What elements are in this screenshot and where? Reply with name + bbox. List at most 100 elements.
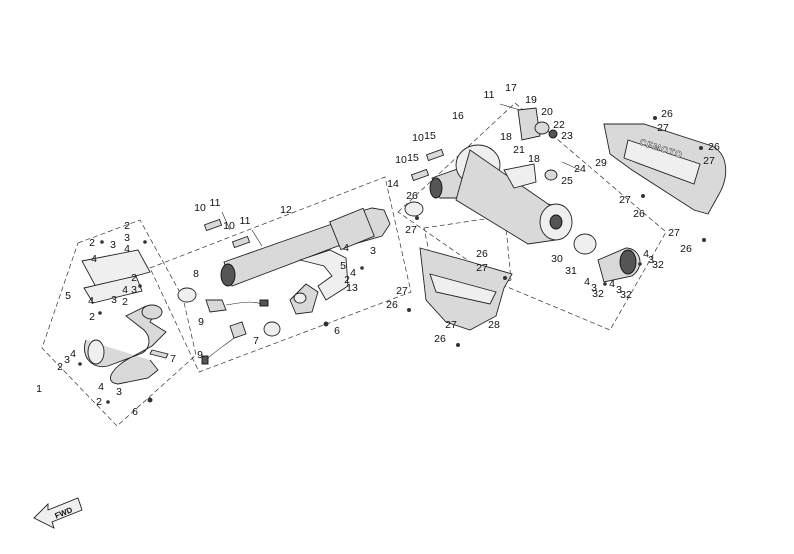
header-flange (141, 304, 163, 320)
bolt-head (98, 311, 102, 315)
gasket-14 (404, 201, 424, 217)
gasket-7 (263, 321, 281, 337)
rear-heat-shield-assembly (419, 247, 513, 331)
callout-26: 26 (708, 141, 720, 153)
callout-10: 10 (194, 202, 206, 214)
callout-4: 4 (98, 381, 104, 393)
spring-10c (425, 148, 445, 162)
callout-3: 3 (591, 282, 597, 294)
heat-shield-28-rib (429, 273, 497, 305)
callout-3: 3 (370, 245, 376, 257)
header-inlet (87, 339, 105, 365)
callout-14: 14 (387, 178, 399, 190)
muffler-inlet-end (429, 177, 443, 199)
spring-10b (231, 235, 251, 249)
bolt-head (603, 282, 607, 286)
muffler-outlet-hole (549, 214, 563, 230)
callout-25: 25 (561, 175, 573, 187)
bolt-head (641, 194, 645, 198)
callout-12: 12 (280, 204, 292, 216)
sensor-plug-upper (259, 299, 269, 307)
callout-18: 18 (528, 153, 540, 165)
header-heat-shield (81, 249, 151, 288)
callout-2: 2 (89, 237, 95, 249)
callout-26: 26 (434, 333, 446, 345)
collar-22 (548, 129, 558, 139)
callout-3: 3 (116, 386, 122, 398)
center-pipe-group-box (149, 176, 412, 373)
callout-4: 4 (350, 267, 356, 279)
callout-29: 29 (595, 157, 607, 169)
callout-21: 21 (513, 144, 525, 156)
spring-10a (203, 218, 223, 232)
callout-26: 26 (476, 248, 488, 260)
callout-27: 27 (619, 194, 631, 206)
callout-2: 2 (96, 396, 102, 408)
callout-2: 2 (131, 272, 137, 284)
center-pipe-assembly (177, 201, 424, 337)
callout-3: 3 (124, 232, 130, 244)
header-heat-shield-lower (83, 275, 143, 304)
spring-10d (410, 168, 430, 182)
muffler-bracket-21 (503, 163, 537, 189)
callout-2: 2 (57, 361, 63, 373)
bolt-head (360, 266, 364, 270)
callout-19: 19 (525, 94, 537, 106)
callout-10: 10 (395, 154, 407, 166)
bolt-17 (499, 103, 521, 111)
callout-28: 28 (488, 319, 500, 331)
callout-32: 32 (620, 289, 632, 301)
callout-4: 4 (122, 284, 128, 296)
callout-27: 27 (657, 122, 669, 134)
header-pipe (84, 305, 167, 385)
catalyst-body (329, 207, 375, 251)
callout-9: 9 (198, 316, 204, 328)
callout-13: 13 (346, 282, 358, 294)
callout-2: 2 (89, 311, 95, 323)
callout-23: 23 (561, 130, 573, 142)
callout-5: 5 (65, 290, 71, 302)
forward-direction-marker: FWD (33, 497, 83, 529)
callout-15: 15 (407, 152, 419, 164)
o2-sensor-lower (229, 321, 247, 339)
callout-27: 27 (668, 227, 680, 239)
center-pipe-inlet (220, 263, 236, 287)
callout-4: 4 (643, 248, 649, 260)
group-boxes (41, 102, 667, 427)
gasket-30 (573, 233, 597, 255)
bolt-head (407, 308, 411, 312)
callout-27: 27 (703, 155, 715, 167)
callout-1: 1 (36, 383, 42, 395)
callout-11: 11 (484, 89, 495, 101)
gasket-8 (177, 287, 197, 303)
bolt-head (143, 240, 147, 244)
callout-4: 4 (91, 253, 97, 265)
o2-sensor-upper (205, 299, 227, 313)
callout-7: 7 (253, 335, 259, 347)
callout-3: 3 (616, 284, 622, 296)
muffler-assembly (429, 107, 641, 283)
callout-2: 2 (344, 274, 350, 286)
fasteners (78, 103, 706, 404)
forward-arrow-icon (33, 497, 83, 529)
callout-27: 27 (405, 224, 417, 236)
callout-20: 20 (541, 106, 553, 118)
callout-24: 24 (574, 163, 586, 175)
bolt-head (147, 397, 153, 403)
heat-shield-29-face (623, 139, 701, 185)
bolt-head (106, 400, 110, 404)
bolt-head (100, 240, 104, 244)
callout-10: 10 (412, 132, 424, 144)
callout-31: 31 (565, 265, 577, 277)
callout-17: 17 (505, 82, 517, 94)
callout-32: 32 (652, 259, 664, 271)
o2-sensor-lower-wire (205, 337, 235, 361)
muffler-heat-shield-29: CFMOTO (603, 123, 727, 215)
callout-27: 27 (445, 319, 457, 331)
callout-10: 10 (223, 220, 235, 232)
callout-6: 6 (132, 406, 138, 418)
callout-16: 16 (452, 110, 464, 122)
callout-18: 18 (500, 131, 512, 143)
bolt-head (456, 343, 460, 347)
grommet-20 (534, 121, 550, 135)
